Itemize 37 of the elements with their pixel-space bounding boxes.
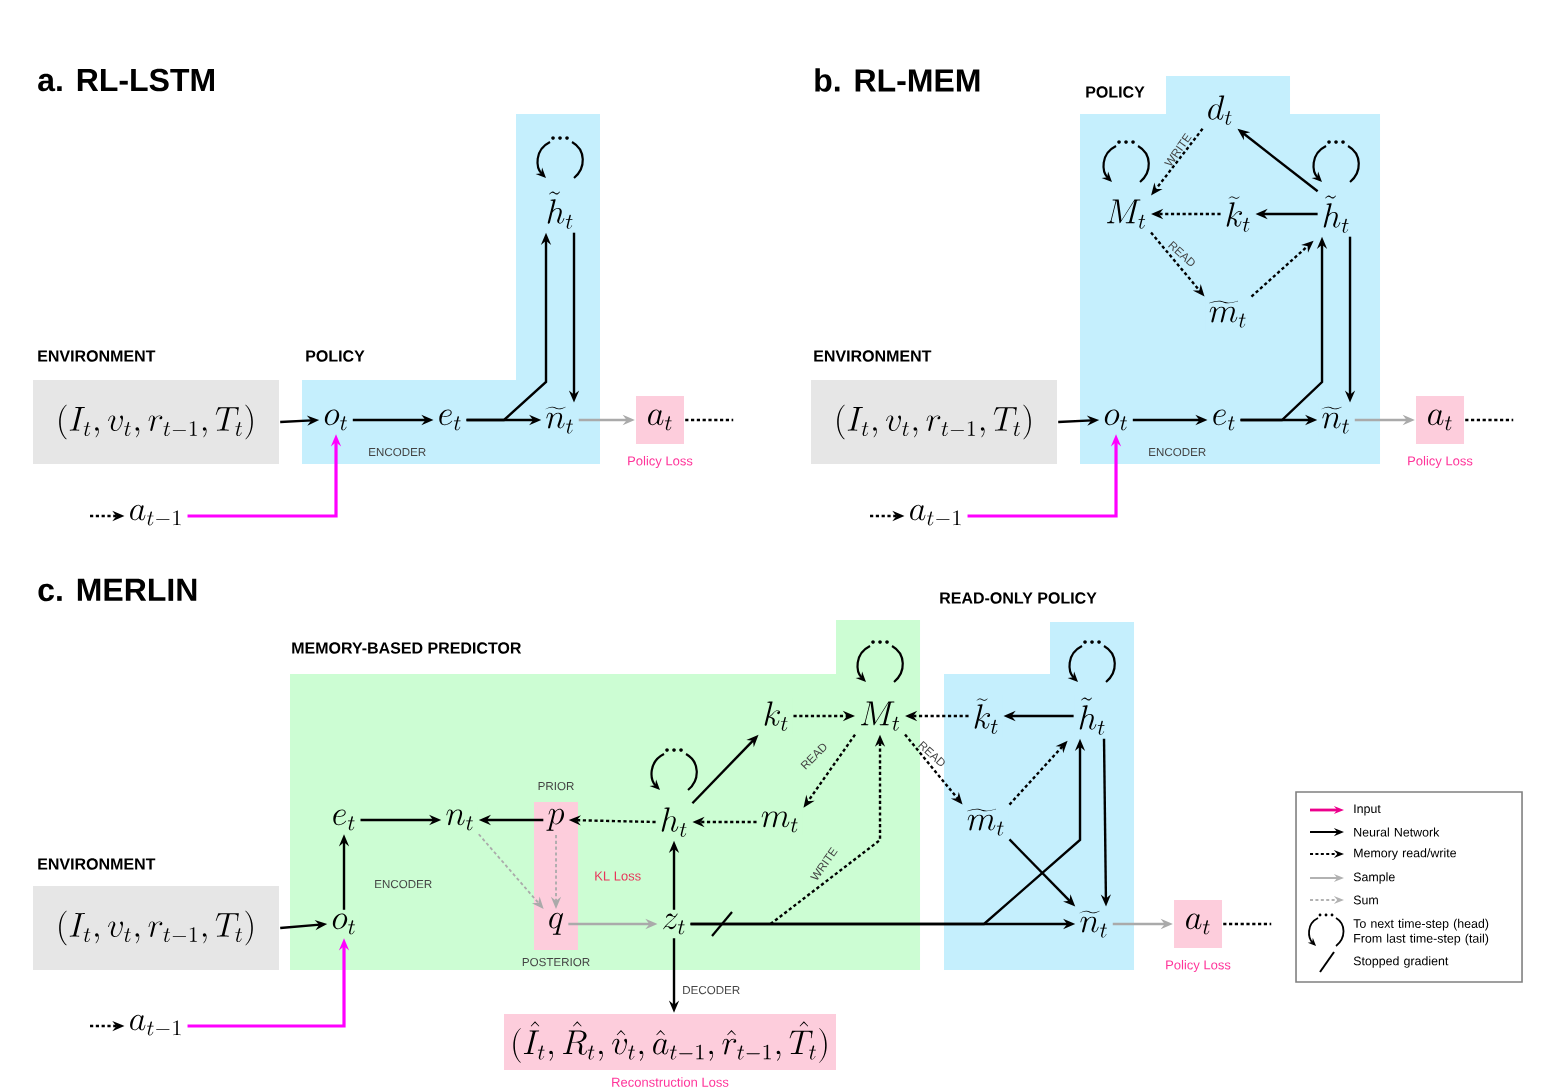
prediction-box: $(\hat{I}_t, \hat{R}_t, \hat{v}_t, \hat{a}_{t-1}, \hat{r}_{t-1}, \hat{T}_t)$	[504, 1014, 836, 1070]
panel-title: b. RL-MEM	[815, 68, 980, 92]
region-heading: MEMORY-BASED PREDICTOR	[292, 642, 522, 654]
region-heading: ENVIRONMENT	[38, 858, 156, 870]
variable: $o_t$	[328, 911, 360, 938]
variable: $M_t$	[1102, 196, 1150, 232]
region-heading: POLICY	[306, 350, 365, 362]
variable: $a_{t-1}$	[125, 502, 187, 530]
panel-title: a. RL-LSTM	[38, 68, 214, 92]
variable: $\widetilde{k}_t$	[1221, 193, 1255, 235]
variable: $\widetilde{n}_t$	[1318, 403, 1354, 437]
action-box: $a_t$	[1174, 900, 1222, 948]
variable: $k_t$	[759, 698, 793, 734]
variable: $h_t$	[656, 804, 692, 840]
variable: $\widetilde{k}_t$	[969, 695, 1003, 737]
arrow	[477, 833, 544, 909]
panel-title: c. MERLIN	[38, 578, 197, 602]
region-heading: ENVIRONMENT	[38, 350, 156, 362]
region-heading: READ-ONLY POLICY	[940, 592, 1097, 604]
action-box: $a_t$	[636, 396, 684, 444]
variable: $d_t$	[1203, 92, 1237, 128]
action-box: $a_t$	[1416, 396, 1464, 444]
variable: $\widetilde{n}_t$	[1076, 907, 1112, 941]
environment-box: $(I_t, v_t, r_{t-1}, T_t)$	[33, 886, 279, 970]
variable: $a_{t-1}$	[905, 502, 967, 530]
region-heading: POLICY	[1086, 86, 1145, 98]
environment-box: $(I_t, v_t, r_{t-1}, T_t)$	[33, 380, 279, 464]
variable: $q$	[544, 910, 568, 938]
region-heading: ENVIRONMENT	[814, 350, 932, 362]
variable: $a_{t-1}$	[125, 1012, 187, 1040]
variable: $n_t$	[442, 807, 478, 834]
variable: $o_t$	[320, 406, 352, 434]
variable: $o_t$	[1100, 406, 1132, 434]
variable: $\widetilde{n}_t$	[542, 403, 578, 437]
variable: $p$	[544, 806, 568, 834]
environment-box: $(I_t, v_t, r_{t-1}, T_t)$	[811, 380, 1057, 464]
variable: $M_t$	[856, 698, 904, 734]
